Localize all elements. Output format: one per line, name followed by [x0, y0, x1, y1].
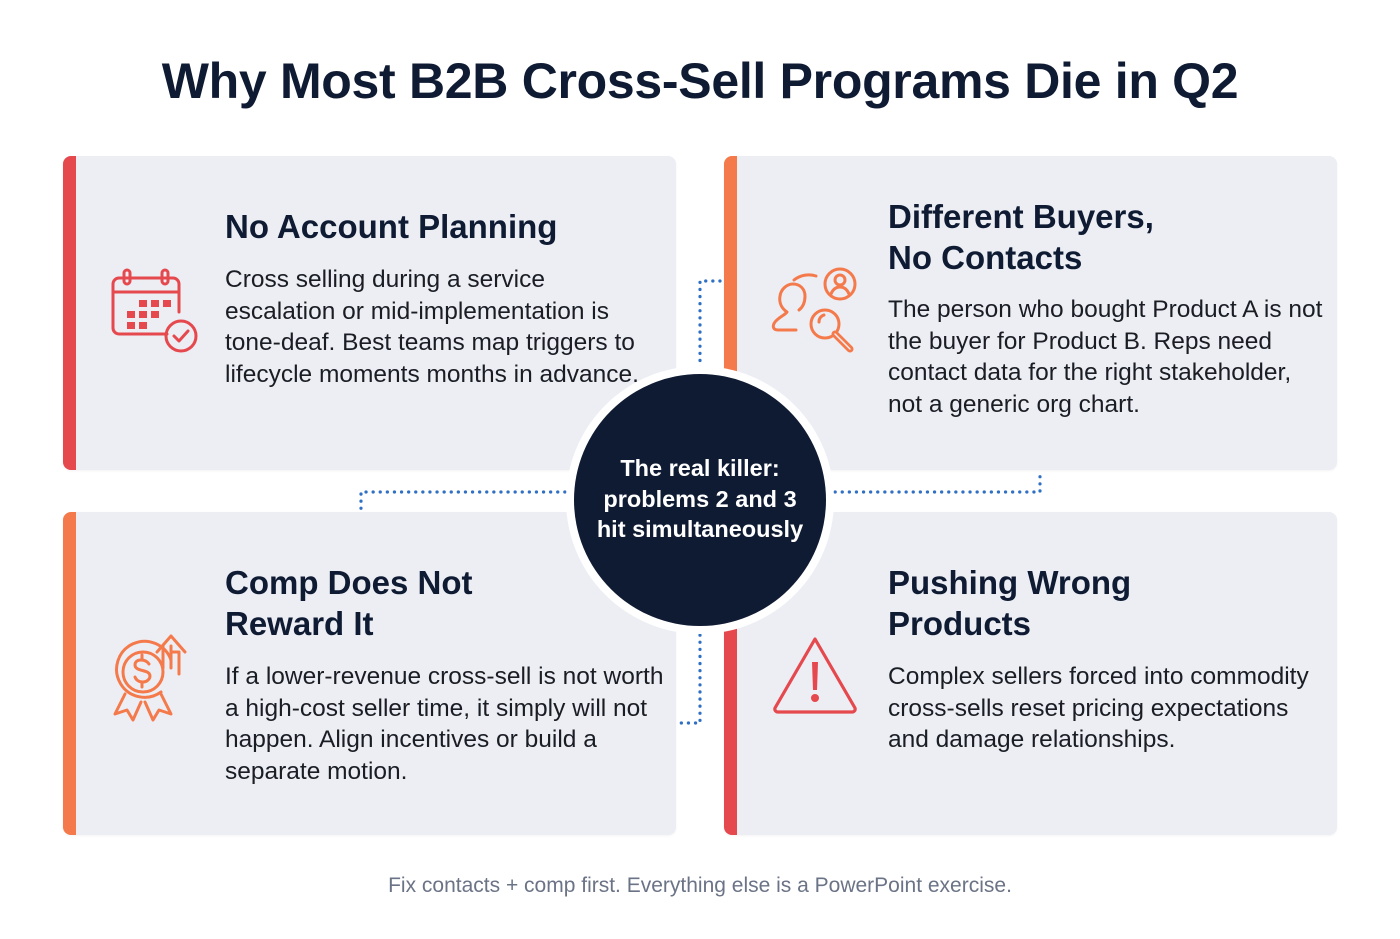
card-heading-line-2: Products — [888, 605, 1032, 642]
page-title: Why Most B2B Cross-Sell Programs Die in … — [161, 53, 1239, 109]
card-body: If a lower-revenue cross-sell is not wor… — [225, 663, 664, 785]
warning-triangle-icon — [773, 637, 857, 714]
card-comp-does-not-reward: Comp Does Not Reward It If a lower-reven… — [63, 512, 676, 835]
card-heading-line-2: Reward It — [225, 605, 374, 642]
dollar-award-arrow-icon — [113, 634, 187, 722]
card-heading: Different Buyers, No Contacts — [888, 196, 1154, 278]
card-heading-line-1: Different Buyers, — [888, 198, 1154, 235]
footer-note: Fix contacts + comp first. Everything el… — [388, 874, 1012, 897]
connector-top — [698, 279, 722, 374]
card-heading: Pushing Wrong Products — [888, 562, 1131, 644]
card-heading-line-1: Pushing Wrong — [888, 564, 1132, 601]
card-pushing-wrong-products: Pushing Wrong Products Complex sellers f… — [724, 512, 1337, 835]
card-body: Cross selling during a service escalatio… — [225, 266, 639, 388]
card-body: The person who bought Product A is not t… — [888, 296, 1323, 418]
accent-bar — [63, 512, 76, 835]
accent-bar — [63, 156, 76, 470]
card-heading-line-2: No Contacts — [888, 239, 1083, 276]
card-body: Complex sellers forced into commodity cr… — [888, 663, 1309, 753]
people-search-icon — [771, 267, 857, 353]
connector-left — [359, 490, 574, 514]
center-callout: The real killer: problems 2 and 3 hit si… — [574, 374, 826, 626]
connector-bottom — [674, 626, 702, 725]
connector-right — [826, 468, 1042, 494]
card-heading: No Account Planning — [225, 208, 558, 245]
card-no-account-planning: No Account Planning Cross selling during… — [63, 156, 676, 470]
card-heading-line-1: Comp Does Not — [225, 564, 473, 601]
center-callout-text: The real killer: problems 2 and 3 hit si… — [596, 455, 804, 543]
card-heading: Comp Does Not Reward It — [225, 562, 473, 644]
calendar-check-icon — [111, 268, 198, 353]
card-different-buyers: Different Buyers, No Contacts The person… — [724, 156, 1337, 470]
